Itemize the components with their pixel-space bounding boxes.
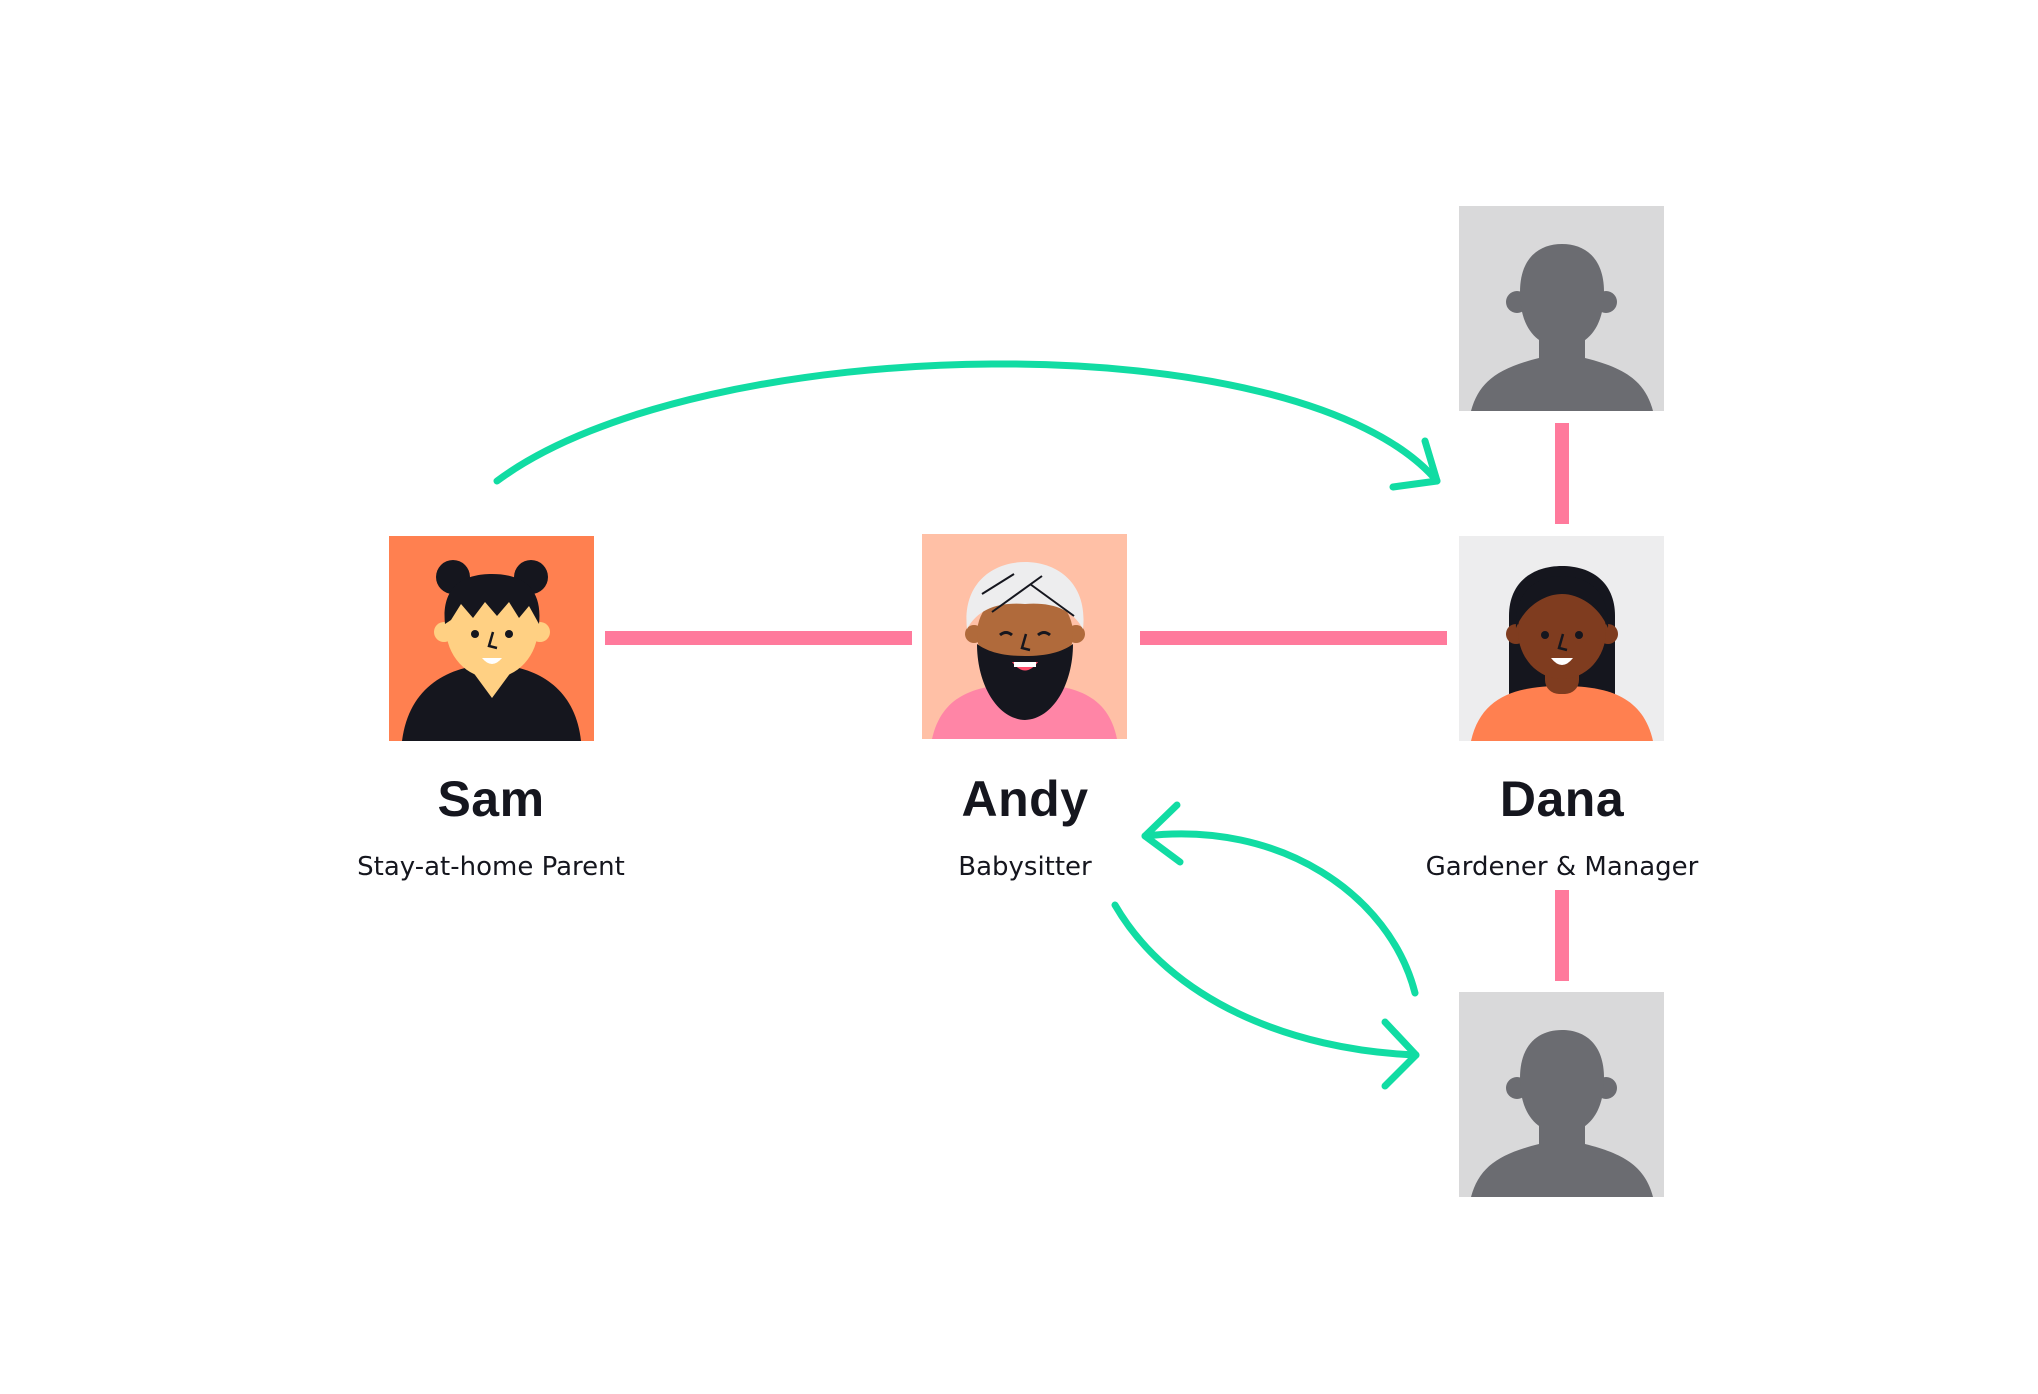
avatar-unknown-bottom (1459, 992, 1664, 1197)
arrows (493, 360, 1441, 1090)
eye-right (1575, 631, 1583, 639)
smile (1551, 658, 1573, 665)
eye-left (471, 630, 479, 638)
avatar-andy (922, 534, 1127, 739)
connector-lines (605, 423, 1569, 981)
person-name-dana: Dana (1499, 771, 1625, 827)
turban (966, 562, 1084, 629)
avatar-dana (1459, 536, 1664, 741)
face (1518, 583, 1606, 679)
arrow-sam-to-unknown-top (493, 360, 1441, 491)
person-role-dana: Gardener & Manager (1425, 852, 1699, 882)
nose (1020, 633, 1031, 652)
beard (977, 644, 1073, 720)
shirt (402, 664, 581, 741)
smile (482, 658, 502, 664)
arrow-unknown-bottom-to-andy (1141, 801, 1419, 997)
person-name-andy: Andy (961, 771, 1089, 827)
arrow-andy-to-unknown-bottom (1111, 901, 1420, 1090)
turban-fold-2 (991, 575, 1043, 613)
nose (487, 631, 498, 650)
eye-right (1037, 631, 1051, 637)
hair-front (1515, 576, 1609, 628)
turban-fold-1 (981, 573, 1015, 595)
nose (1557, 633, 1568, 652)
person-role-andy: Babysitter (958, 852, 1092, 882)
turban-fold-3 (1029, 583, 1075, 617)
eye-left (999, 631, 1013, 637)
person-name-sam: Sam (437, 771, 545, 827)
shirt (1471, 686, 1653, 741)
person-silhouette-icon (1471, 1030, 1653, 1197)
person-silhouette-icon (1471, 244, 1653, 411)
avatar-unknown-top (1459, 206, 1664, 411)
teeth (1014, 662, 1036, 667)
hair-bangs (444, 574, 540, 624)
avatar-sam (389, 536, 594, 741)
eye-right (505, 630, 513, 638)
person-role-sam: Stay-at-home Parent (357, 852, 625, 882)
eye-left (1541, 631, 1549, 639)
